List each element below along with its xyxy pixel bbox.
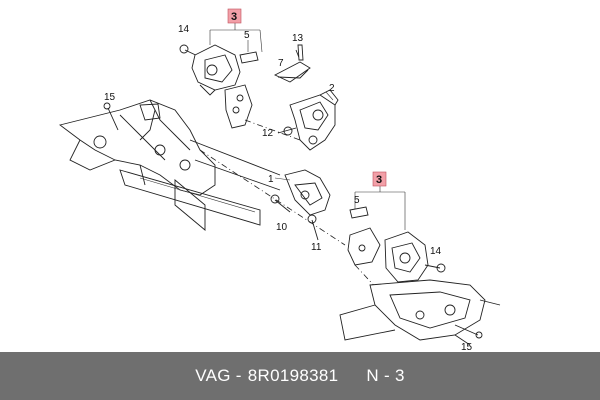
- lower-left-bracket: [270, 169, 331, 241]
- callout-2: 2: [329, 83, 335, 94]
- exploded-parts-diagram: 3 3 14 5 13 7 2 15 12 1 5 10 11 14 15: [58, 8, 501, 352]
- group-label-lower: 3: [376, 174, 382, 186]
- callout-5-lower: 5: [354, 195, 360, 206]
- callout-15-lower: 15: [461, 342, 473, 352]
- lower-engine-mount: [347, 184, 446, 293]
- callout-15-upper: 15: [104, 92, 116, 103]
- group-label-box-lower: [372, 171, 387, 187]
- callout-7: 7: [278, 58, 284, 69]
- callout-10: 10: [276, 222, 288, 233]
- subframe-lower: [339, 279, 501, 346]
- subframe-upper: [58, 99, 346, 246]
- callout-14-lower: 14: [430, 246, 442, 257]
- callout-12: 12: [262, 128, 274, 139]
- footer-part-number: 8R0198381: [247, 366, 339, 385]
- callout-13: 13: [292, 33, 304, 44]
- group-label-upper: 3: [231, 11, 237, 23]
- footer-sheet-ref: N - 3: [366, 366, 405, 385]
- upper-right-bracket: [244, 44, 339, 151]
- part-footer-bar: VAG - 8R0198381 N - 3: [0, 352, 600, 400]
- callout-14-upper: 14: [178, 24, 190, 35]
- footer-brand: VAG -: [195, 366, 242, 385]
- callout-1: 1: [268, 174, 274, 185]
- bolt-15-upper: [103, 102, 119, 131]
- upper-engine-mount: [179, 22, 263, 129]
- callout-11: 11: [311, 242, 322, 253]
- group-label-box-upper: [227, 8, 242, 24]
- callout-5-upper: 5: [244, 30, 250, 41]
